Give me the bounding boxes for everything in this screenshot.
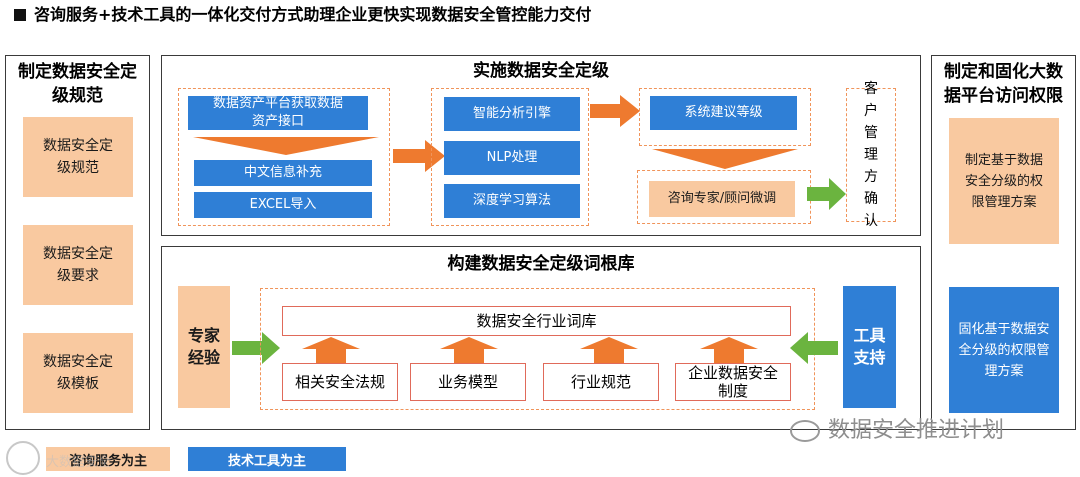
- deep-learning-box: 深度学习算法: [444, 184, 580, 218]
- tool-support-box: 工具支持: [843, 286, 896, 408]
- industry-library-box: 数据安全行业词库: [282, 306, 791, 336]
- up-arrow-orange-icon: [580, 337, 638, 363]
- enterprise-policy-box: 企业数据安全制度: [675, 363, 791, 401]
- analysis-engine-box: 智能分析引擎: [444, 97, 580, 131]
- legend-consulting: 咨询服务为主: [46, 447, 170, 471]
- nlp-box: NLP处理: [444, 141, 580, 175]
- security-regulation-box: 相关安全法规: [282, 363, 398, 401]
- left-panel-title: 制定数据安全定级规范: [18, 62, 137, 106]
- wechat-watermark: 数据安全推进计划: [828, 418, 1005, 443]
- legend-tools: 技术工具为主: [188, 447, 346, 471]
- asset-group: [178, 88, 390, 226]
- title-bullet-icon: [14, 9, 26, 21]
- customer-confirm-box: 客户管理方确认: [846, 81, 896, 229]
- right-arrow-orange-icon: [590, 95, 640, 127]
- left-item-template: 数据安全定级模板: [23, 333, 133, 413]
- engine-group: [431, 88, 589, 226]
- permission-solidify-box: 固化基于数据安全分级的权限管理方案: [949, 287, 1059, 413]
- industry-standard-box: 行业规范: [543, 363, 659, 401]
- right-arrow-green-icon: [807, 178, 846, 210]
- down-arrow-orange-icon: [193, 137, 379, 155]
- suggest-group: [639, 88, 811, 146]
- left-item-spec: 数据安全定级规范: [23, 117, 133, 197]
- up-arrow-orange-icon: [700, 337, 758, 363]
- bottom-panel-title: 构建数据安全定级词根库: [447, 254, 635, 274]
- up-arrow-orange-icon: [302, 337, 360, 363]
- top-panel-title: 实施数据安全定级: [473, 61, 609, 81]
- system-suggest-box: 系统建议等级: [650, 96, 797, 130]
- left-arrow-green-icon: [790, 332, 838, 364]
- asset-interface-box: 数据资产平台获取数据资产接口: [188, 96, 368, 130]
- left-item-requirement: 数据安全定级要求: [23, 225, 133, 305]
- page-title: 咨询服务+技术工具的一体化交付方式助理企业更快实现数据安全管控能力交付: [34, 5, 592, 24]
- right-panel-title: 制定和固化大数据平台访问权限: [944, 62, 1063, 106]
- permission-plan-box: 制定基于数据安全分级的权限管理方案: [949, 118, 1059, 244]
- down-arrow-orange-icon: [652, 149, 798, 169]
- excel-import-box: EXCEL导入: [194, 192, 372, 218]
- wechat-icon: [790, 420, 820, 442]
- consultant-adjust-box: 咨询专家/顾问微调: [649, 181, 795, 217]
- chinese-info-box: 中文信息补充: [194, 160, 372, 186]
- up-arrow-orange-icon: [440, 337, 498, 363]
- right-arrow-orange-icon: [393, 140, 445, 172]
- corner-watermark-logo-icon: [6, 441, 40, 475]
- business-model-box: 业务模型: [410, 363, 526, 401]
- corner-watermark-text: 大数据安全: [46, 455, 112, 470]
- expert-experience-box: 专家经验: [178, 286, 230, 408]
- right-arrow-green-icon: [232, 332, 280, 364]
